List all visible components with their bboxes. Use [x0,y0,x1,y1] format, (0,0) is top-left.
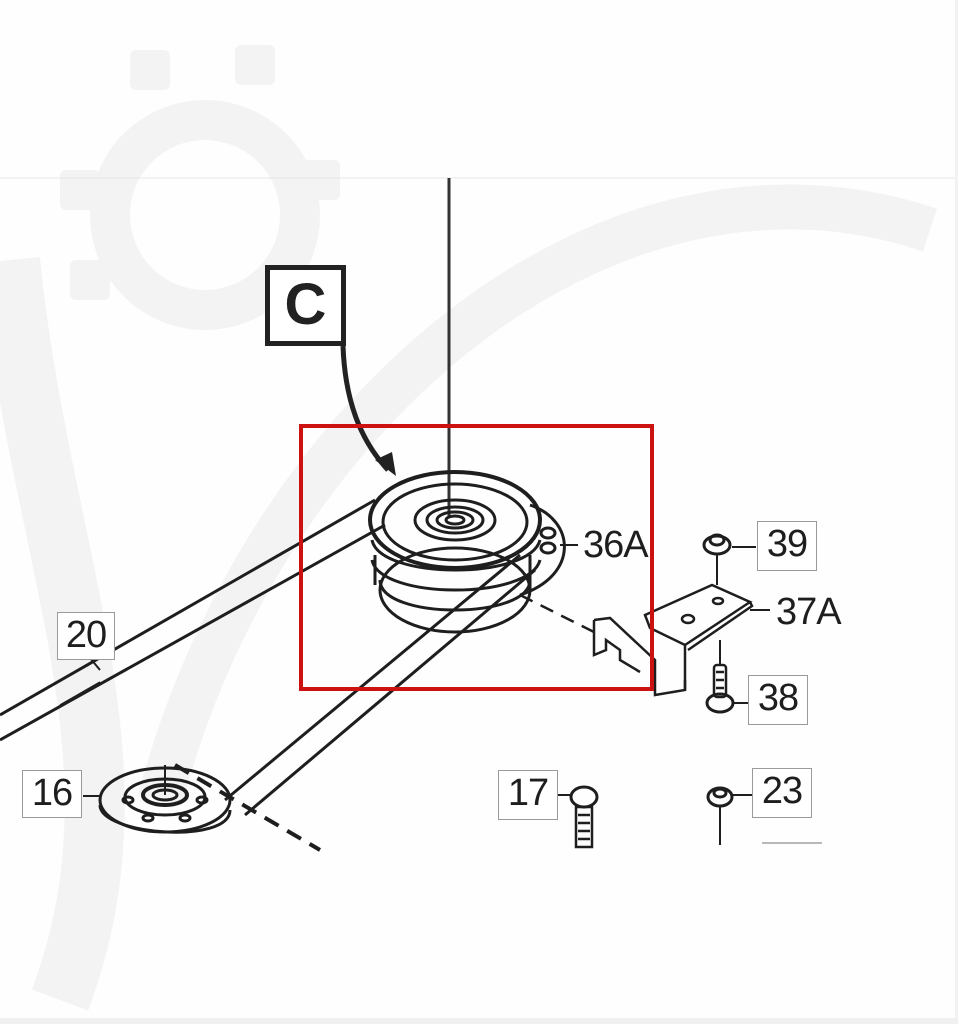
bracket-37a-drawing [592,583,770,697]
bolt-38-drawing [705,640,756,714]
bolt-17-drawing [557,785,599,849]
part-callout-38[interactable]: 38 [748,675,808,725]
part-callout-16[interactable]: 16 [22,770,82,818]
right-edge [955,0,958,1024]
bottom-edge [0,1018,958,1024]
part-label-37a[interactable]: 37A [776,591,842,633]
part-callout-20[interactable]: 20 [57,612,115,660]
nut-23-drawing [706,786,822,845]
pulley-16-drawing [83,765,232,834]
highlight-box [299,424,654,691]
view-c-label: C [265,265,346,346]
pulley-36a-drawing [368,470,578,634]
part-callout-17[interactable]: 17 [498,770,558,820]
part-callout-23[interactable]: 23 [752,768,812,818]
nut-39-drawing [702,533,756,585]
part-callout-39[interactable]: 39 [757,521,817,571]
part-label-36a[interactable]: 36A [583,524,649,566]
